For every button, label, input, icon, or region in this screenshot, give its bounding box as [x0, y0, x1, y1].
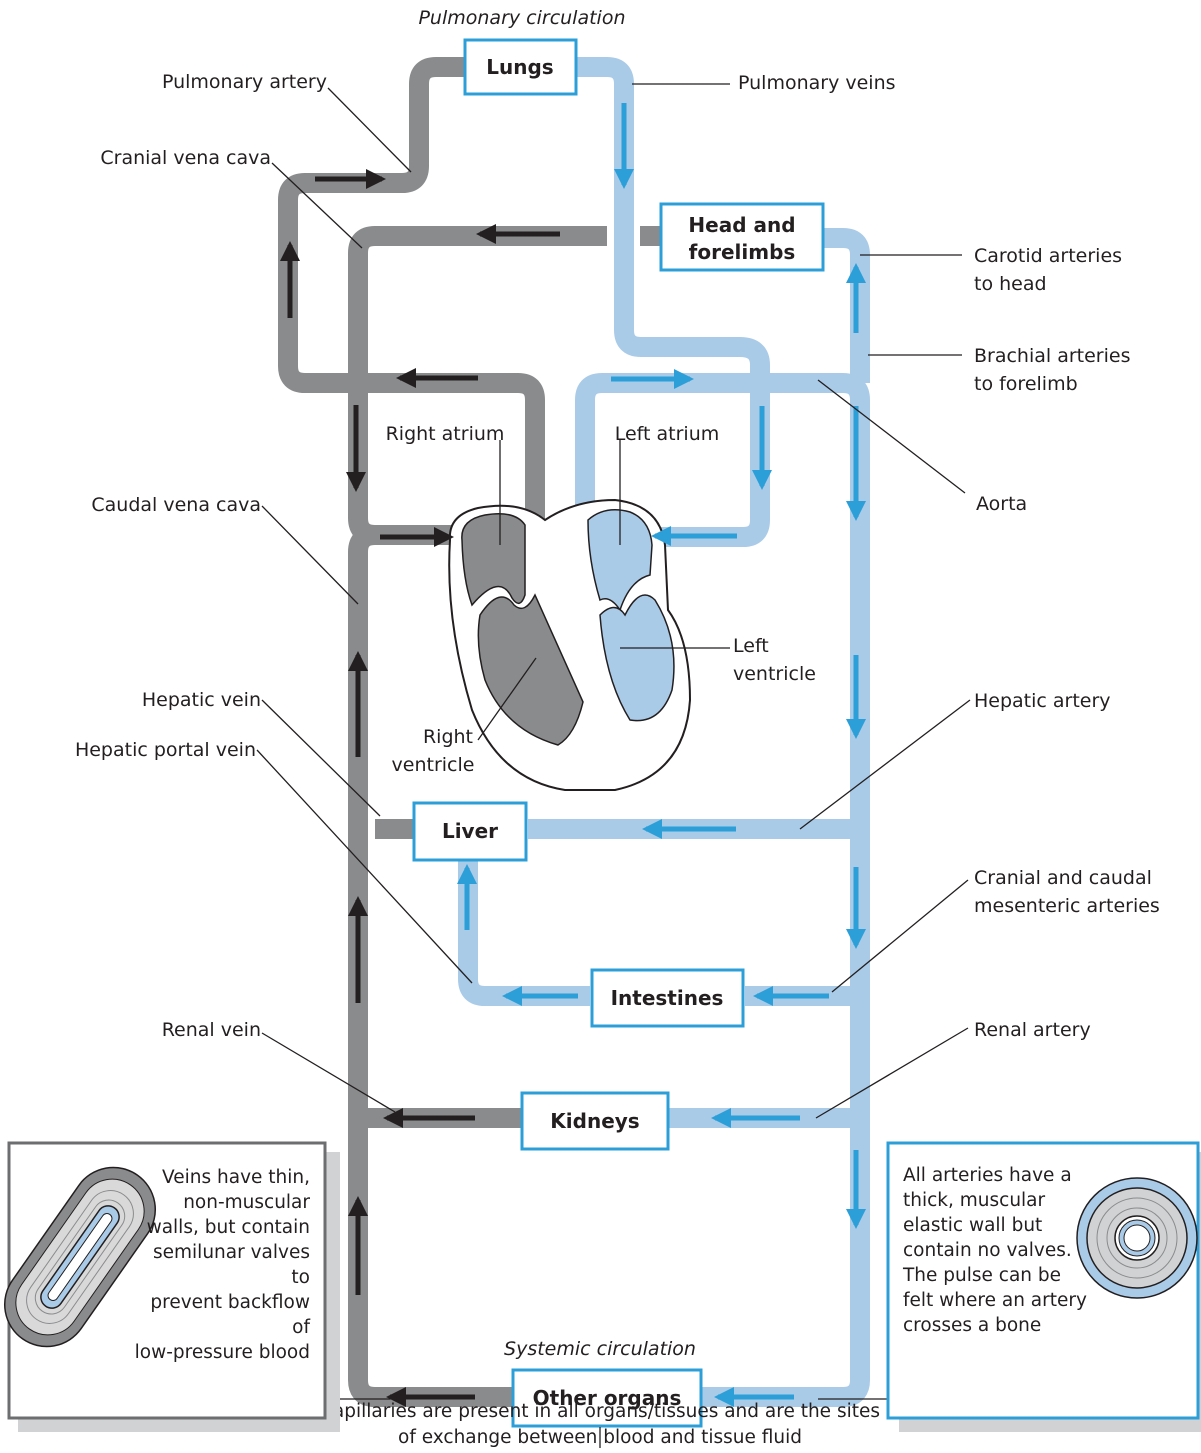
liver-label: Liver: [442, 819, 498, 843]
kidneys-label: Kidneys: [550, 1109, 639, 1133]
artery-note-line: The pulse can be: [903, 1263, 1113, 1288]
carotid-label-1: Carotid arteries: [974, 245, 1122, 267]
renal-vein-label: Renal vein: [162, 1019, 261, 1041]
aorta-label: Aorta: [976, 493, 1027, 515]
right-ventricle-label-2: ventricle: [392, 754, 475, 776]
head-forelimbs-label-1: Head and: [688, 213, 795, 237]
brachial-label-2: to forelimb: [974, 373, 1078, 395]
pulmonary-veins-vessel: [575, 67, 760, 537]
renal-artery-label: Renal artery: [974, 1019, 1091, 1041]
brachial-label-1: Brachial arteries: [974, 345, 1131, 367]
artery-note-line: thick, muscular: [903, 1188, 1113, 1213]
leader: [818, 380, 965, 493]
artery-note-line: All arteries have a: [903, 1163, 1113, 1188]
mesenteric-label-1: Cranial and caudal: [974, 867, 1152, 889]
cranial-vena-cava-label: Cranial vena cava: [100, 147, 271, 169]
head-forelimbs-label-2: forelimbs: [689, 240, 796, 264]
artery-note-text: All arteries have a thick, muscular elas…: [903, 1163, 1113, 1338]
vein-note-line: walls, but contain: [130, 1215, 310, 1240]
pulmonary-circulation-heading: Pulmonary circulation: [418, 7, 625, 29]
vein-note-line: prevent backflow of: [130, 1290, 310, 1340]
right-ventricle-label-1: Right: [423, 726, 473, 748]
hepatic-vein-label: Hepatic vein: [142, 689, 261, 711]
hepatic-portal-vein-vessel: [468, 860, 590, 996]
capillaries-note-1: Capillaries are present in all organs/ti…: [320, 1401, 880, 1422]
vein-note-line: Veins have thin,: [130, 1165, 310, 1190]
intestines-label: Intestines: [611, 986, 724, 1010]
artery-note-line: elastic wall but: [903, 1213, 1113, 1238]
left-ventricle-label-1: Left: [733, 635, 769, 657]
artery-note-line: felt where an artery: [903, 1288, 1113, 1313]
systemic-circulation-heading: Systemic circulation: [504, 1338, 696, 1360]
capillaries-note-2: of exchange between blood and tissue flu…: [300, 1425, 900, 1450]
vein-note-line: non-muscular: [130, 1190, 310, 1215]
pulmonary-artery-vessel: [288, 67, 535, 545]
heart: [449, 500, 690, 790]
vein-note-line: semilunar valves to: [130, 1240, 310, 1290]
pulmonary-veins-label: Pulmonary veins: [738, 72, 896, 94]
mesenteric-label-2: mesenteric arteries: [974, 895, 1160, 917]
vein-note-text: Veins have thin, non-muscular walls, but…: [130, 1165, 310, 1365]
hepatic-portal-vein-label: Hepatic portal vein: [75, 739, 256, 761]
vein-note-line: low-pressure blood: [130, 1340, 310, 1365]
leader: [800, 700, 970, 829]
left-ventricle-label-2: ventricle: [733, 663, 816, 685]
leader: [262, 506, 358, 604]
artery-note-line: contain no valves.: [903, 1238, 1113, 1263]
carotid-label-2: to head: [974, 273, 1047, 295]
leader: [262, 1033, 395, 1112]
artery-note-line: crosses a bone: [903, 1313, 1113, 1338]
leader: [816, 1028, 968, 1118]
right-atrium-label: Right atrium: [386, 423, 505, 445]
leader: [328, 88, 411, 172]
left-atrium-label: Left atrium: [615, 423, 720, 445]
hepatic-artery-label: Hepatic artery: [974, 690, 1111, 712]
caudal-vena-cava-label: Caudal vena cava: [91, 494, 261, 516]
lungs-label: Lungs: [486, 55, 553, 79]
pulmonary-artery-label: Pulmonary artery: [162, 71, 327, 93]
